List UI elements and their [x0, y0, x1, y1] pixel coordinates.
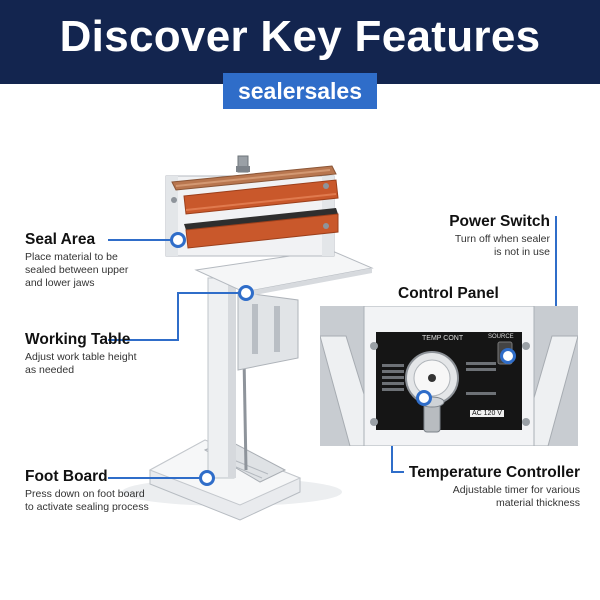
temperature-controller-marker: [416, 390, 432, 406]
panel-source-label: SOURCE: [488, 334, 514, 340]
panel-ac-label: AC 120 V: [470, 410, 504, 417]
seal-area-marker: [170, 232, 186, 248]
control-panel-image: TEMP CONT SOURCE AC 120 V: [320, 306, 578, 446]
working-table-desc: Adjust work table height as needed: [25, 351, 137, 376]
foot-board-marker: [199, 470, 215, 486]
working-table-title: Working Table: [25, 331, 131, 348]
working-table-callout: Working Table Adjust work table height a…: [25, 331, 145, 377]
control-panel-title: Control Panel: [398, 285, 499, 302]
temperature-controller-desc: Adjustable timer for various material th…: [452, 484, 580, 509]
power-switch-marker: [500, 348, 516, 364]
foot-board-callout: Foot Board Press down on foot board to a…: [25, 468, 149, 514]
panel-temp-label: TEMP CONT: [422, 335, 464, 342]
seal-area-callout: Seal Area Place material to be sealed be…: [25, 231, 145, 290]
seal-area-title: Seal Area: [25, 231, 96, 248]
working-table-marker: [238, 285, 254, 301]
page-title: Discover Key Features: [59, 12, 541, 61]
power-switch-callout: Power Switch Turn off when sealer is not…: [420, 213, 550, 259]
power-switch-title: Power Switch: [449, 213, 550, 230]
seal-area-desc: Place material to be sealed between uppe…: [25, 251, 129, 289]
control-panel-callout: Control Panel: [398, 285, 499, 303]
foot-board-title: Foot Board: [25, 468, 108, 485]
brand-badge: sealersales: [223, 73, 377, 109]
foot-board-desc: Press down on foot board to activate sea…: [25, 488, 149, 513]
header-banner: Discover Key Features: [0, 0, 600, 84]
power-switch-desc: Turn off when sealer is not in use: [454, 233, 550, 258]
temperature-controller-callout: Temperature Controller Adjustable timer …: [404, 464, 580, 510]
temperature-controller-title: Temperature Controller: [408, 464, 580, 481]
